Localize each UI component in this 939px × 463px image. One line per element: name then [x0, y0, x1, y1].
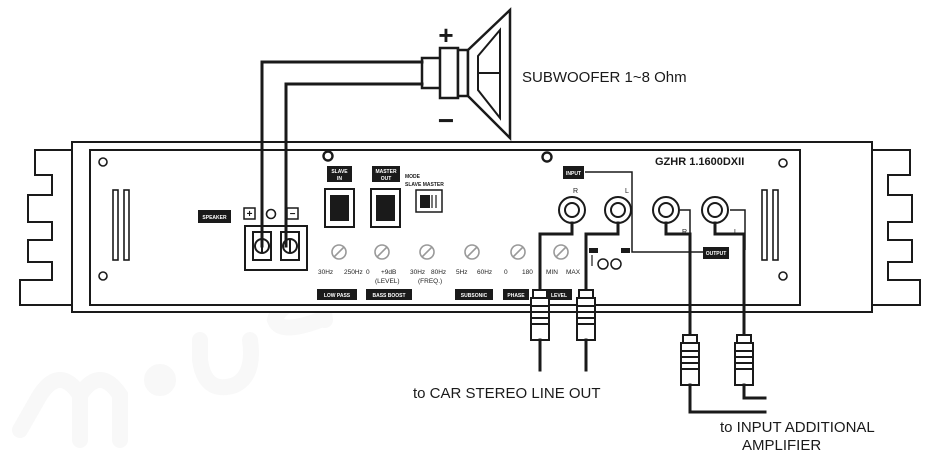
slave-in-label-box: [327, 166, 352, 182]
knob-phase: [510, 244, 526, 260]
model-label: GZHR 1.1600DXII: [655, 156, 744, 168]
output-label-box: [703, 247, 729, 259]
rca-plug-right: [576, 289, 596, 372]
subwoofer-label: SUBWOOFER 1~8 Ohm: [522, 69, 687, 86]
knob-bass-boost-freq: [419, 244, 435, 260]
rca-plug-out-left: [680, 334, 767, 414]
svg-text:PHASE: PHASE: [507, 293, 525, 299]
speaker-label-box: [198, 210, 231, 223]
rca-plug-left: [530, 289, 550, 372]
speaker-label: SPEAKER: [202, 215, 227, 221]
control-panel: [89, 149, 801, 306]
speaker-terminal-block: [244, 225, 308, 271]
knob-low-pass-freq: [331, 244, 347, 260]
svg-text:0: 0: [504, 269, 508, 276]
section-labels: LOW PASS BASS BOOST SUBSONIC PHASE LEVEL: [317, 289, 572, 300]
svg-text:−: −: [290, 209, 296, 220]
control-knobs: [331, 244, 569, 260]
svg-text:5Hz: 5Hz: [456, 269, 468, 276]
slave-in-label-2: IN: [337, 176, 342, 182]
svg-text:60Hz: 60Hz: [477, 269, 492, 276]
input-level-switch: [589, 248, 630, 270]
additional-amp-label-1: to INPUT ADDITIONAL: [720, 419, 875, 436]
additional-amp-label-2: AMPLIFIER: [742, 437, 821, 454]
rca-plug-out-right: [734, 334, 767, 400]
rca-output-jacks: [652, 196, 729, 224]
svg-text:250Hz: 250Hz: [344, 269, 363, 276]
svg-text:MIN: MIN: [546, 269, 558, 276]
svg-text:+: +: [247, 209, 253, 220]
master-out-label-1: MASTER: [375, 169, 397, 175]
knob-level: [553, 244, 569, 260]
svg-text:MAX: MAX: [566, 269, 581, 276]
master-out-label-box: [372, 166, 400, 182]
speaker-wires: [260, 60, 424, 248]
slave-in-jack-socket: [330, 195, 349, 221]
svg-text:80Hz: 80Hz: [431, 269, 446, 276]
mode-options-label: SLAVE MASTER: [405, 182, 444, 188]
mode-label: MODE: [405, 174, 421, 180]
output-label: OUTPUT: [706, 251, 727, 257]
knob-subsonic: [464, 244, 480, 260]
svg-text:30Hz: 30Hz: [318, 269, 333, 276]
input-label-box: [563, 166, 584, 179]
svg-text:180: 180: [522, 269, 533, 276]
subwoofer-speaker: [420, 7, 512, 142]
svg-text:LEVEL: LEVEL: [551, 293, 567, 299]
svg-text:(FREQ.): (FREQ.): [418, 278, 442, 285]
master-out-label-2: OUT: [381, 176, 392, 182]
speaker-polarity-marks: + −: [243, 207, 299, 220]
knob-scale-labels: 30Hz 250Hz 0 +9dB (LEVEL) 30Hz 80Hz (FRE…: [318, 269, 581, 285]
knob-bass-boost: [374, 244, 390, 260]
master-out-jack-socket: [376, 195, 395, 221]
car-stereo-label: to CAR STEREO LINE OUT: [413, 385, 601, 402]
svg-text:+9dB: +9dB: [381, 269, 396, 276]
subwoofer-minus-sign: −: [438, 105, 454, 136]
input-label: INPUT: [566, 171, 581, 177]
svg-text:0: 0: [366, 269, 370, 276]
rca-cables-additional-amp: [664, 221, 767, 414]
input-r-label: R: [573, 188, 578, 195]
rca-input-jacks: [558, 196, 632, 224]
subwoofer-plus-sign: +: [438, 20, 453, 50]
svg-text:(LEVEL): (LEVEL): [375, 278, 400, 285]
slave-in-label-1: SLAVE: [331, 169, 348, 175]
svg-text:30Hz: 30Hz: [410, 269, 425, 276]
svg-text:BASS BOOST: BASS BOOST: [372, 293, 405, 299]
panel-screws: [98, 150, 788, 281]
input-l-label: L: [625, 188, 629, 195]
svg-text:SUBSONIC: SUBSONIC: [461, 293, 488, 299]
svg-text:LOW PASS: LOW PASS: [324, 293, 351, 299]
mode-switch-toggle: [420, 195, 430, 208]
vent-slots: [112, 189, 779, 261]
rca-cables-car-stereo: [530, 221, 620, 372]
